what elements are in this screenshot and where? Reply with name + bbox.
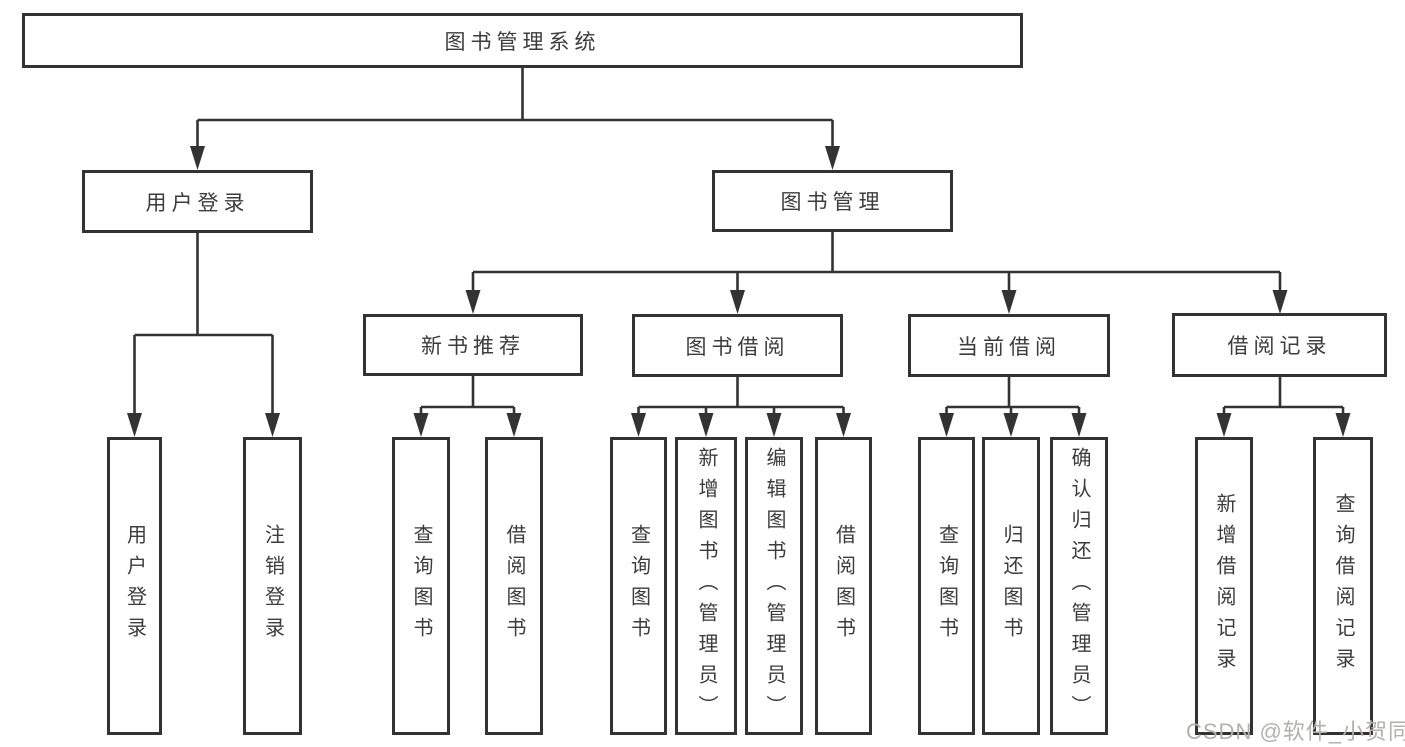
node-leaf-logout: 注销登录	[243, 437, 302, 735]
node-leaf-confirm-return-admin: 确认归还（管理员）	[1050, 437, 1108, 735]
node-borrowing-records-label: 借阅记录	[1227, 335, 1332, 358]
node-leaf-user-login-label: 用户登录	[123, 524, 146, 648]
node-new-book-recommendation-label: 新书推荐	[421, 335, 525, 358]
node-new-book-recommendation: 新书推荐	[363, 314, 583, 376]
node-leaf-add-borrow-record: 新增借阅记录	[1195, 437, 1253, 735]
node-leaf-query-books-3-label: 查询图书	[935, 524, 958, 648]
node-leaf-return-book-label: 归还图书	[1000, 524, 1022, 648]
node-leaf-return-book: 归还图书	[982, 437, 1040, 735]
node-leaf-query-books-2-label: 查询图书	[627, 524, 650, 648]
node-leaf-borrow-books-1-label: 借阅图书	[503, 524, 525, 648]
node-leaf-edit-book-admin-label: 编辑图书（管理员）	[763, 446, 785, 726]
node-leaf-query-borrow-record-label: 查询借阅记录	[1332, 493, 1354, 679]
node-user-login: 用户登录	[82, 170, 313, 233]
node-book-management-label: 图书管理	[780, 191, 885, 214]
node-leaf-borrow-books-2-label: 借阅图书	[832, 524, 855, 648]
node-leaf-borrow-books-1: 借阅图书	[485, 437, 543, 735]
node-leaf-confirm-return-admin-label: 确认归还（管理员）	[1068, 446, 1090, 726]
node-current-borrowing-label: 当前借阅	[957, 335, 1061, 359]
node-leaf-user-login: 用户登录	[107, 437, 162, 735]
node-current-borrowing: 当前借阅	[908, 314, 1110, 377]
node-leaf-add-book-admin: 新增图书（管理员）	[675, 437, 737, 735]
node-leaf-query-books-1: 查询图书	[392, 437, 450, 735]
node-book-borrowing-label: 图书借阅	[685, 335, 790, 359]
node-root-library-system: 图书管理系统	[22, 13, 1023, 68]
node-book-management: 图书管理	[712, 170, 953, 232]
node-borrowing-records: 借阅记录	[1172, 313, 1387, 377]
node-leaf-borrow-books-2: 借阅图书	[815, 437, 872, 735]
node-leaf-edit-book-admin: 编辑图书（管理员）	[745, 437, 803, 735]
node-leaf-query-books-1-label: 查询图书	[410, 524, 432, 648]
node-leaf-query-books-3: 查询图书	[918, 437, 975, 735]
node-leaf-add-book-admin-label: 新增图书（管理员）	[695, 446, 717, 726]
node-leaf-query-borrow-record: 查询借阅记录	[1313, 437, 1373, 735]
node-user-login-label: 用户登录	[145, 191, 250, 215]
csdn-watermark: CSDN @软件_小贺同学	[1186, 719, 1405, 744]
node-book-borrowing: 图书借阅	[632, 314, 843, 377]
node-leaf-logout-label: 注销登录	[261, 524, 284, 648]
node-root-label: 图书管理系统	[444, 30, 601, 54]
node-leaf-query-books-2: 查询图书	[610, 437, 667, 735]
node-leaf-add-borrow-record-label: 新增借阅记录	[1213, 493, 1235, 679]
